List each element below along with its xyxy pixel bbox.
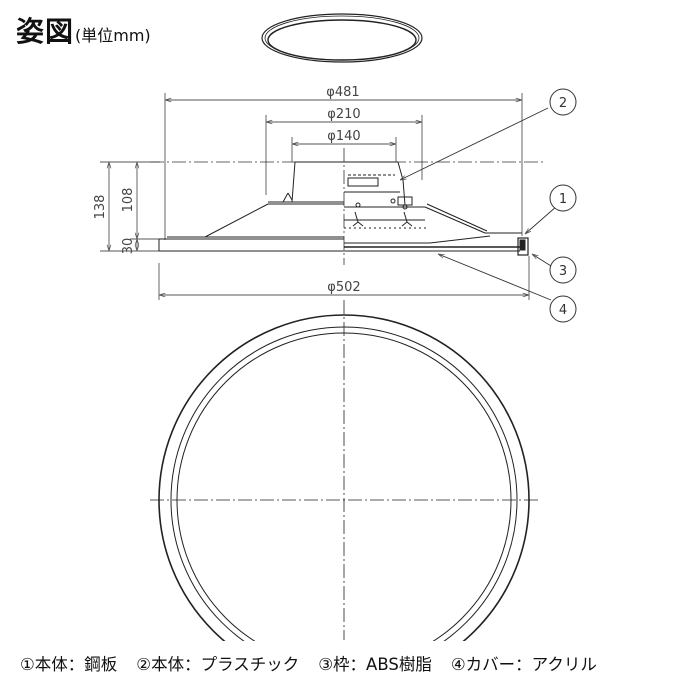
dim-bottom: φ502 — [327, 280, 360, 295]
center-lines — [150, 148, 545, 265]
drawing-title: 姿図 (単位mm) — [16, 10, 151, 50]
plan-view — [150, 300, 540, 641]
dim-height-total: 138 — [93, 195, 108, 220]
callout-1: 1 — [559, 192, 567, 207]
dim-outer-top: φ481 — [326, 85, 359, 100]
dim-inner-top: φ140 — [327, 129, 360, 144]
perspective-view — [261, 13, 423, 63]
legend-item-1: ①本体：鋼板 — [20, 655, 118, 674]
callout-leaders — [400, 107, 558, 301]
material-legend: ①本体：鋼板 ②本体：プラスチック ③枠：ABS樹脂 ④カバー：アクリル — [20, 651, 597, 675]
dim-height-lower: 30 — [121, 238, 136, 255]
dimension-lines — [100, 93, 530, 300]
side-elevation — [158, 161, 529, 256]
callout-4: 4 — [559, 303, 567, 318]
legend-item-3: ③枠：ABS樹脂 — [318, 655, 432, 674]
legend-item-4: ④カバー：アクリル — [450, 655, 597, 674]
callout-markers — [549, 88, 577, 323]
legend-item-2: ②本体：プラスチック — [136, 655, 300, 674]
title-main: 姿図 — [16, 15, 75, 48]
dim-mid-top: φ210 — [327, 107, 360, 122]
dim-height-upper: 108 — [121, 188, 136, 213]
callout-3: 3 — [559, 264, 567, 279]
title-unit: (単位mm) — [75, 26, 151, 45]
callout-2: 2 — [559, 96, 567, 111]
